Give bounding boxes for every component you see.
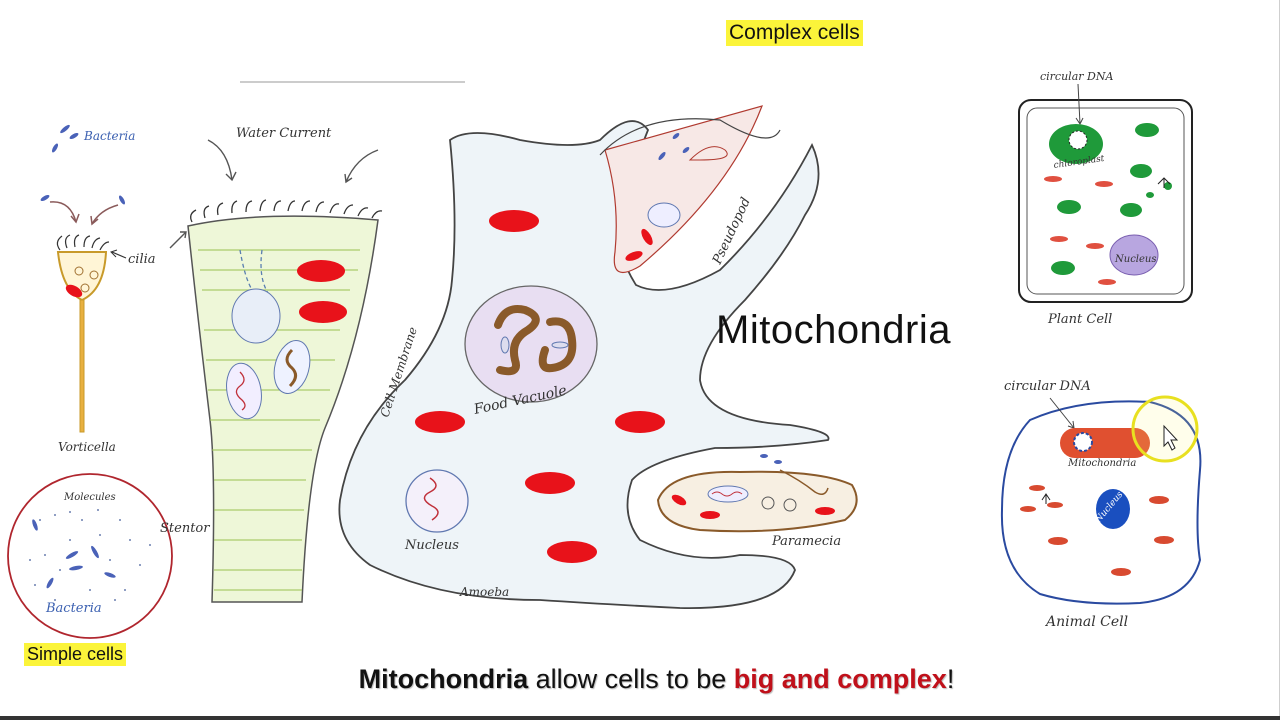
plant-cell: circular DNA chloroplast Nucleus Plant C… [1018, 70, 1193, 327]
vorticella-label: Vorticella [58, 440, 116, 454]
paramecia-label: Paramecia [771, 534, 841, 549]
nucleus-label: Nucleus [404, 538, 459, 553]
mitochondrion [625, 251, 643, 261]
bacteria-label-circle: Bacteria [45, 601, 102, 616]
mitochondrion [700, 511, 720, 519]
mitochondrion [547, 541, 597, 563]
mitochondrion [1020, 506, 1036, 512]
water-flow-arrows-small [49, 201, 119, 226]
mitochondrion [1048, 537, 1068, 545]
mitochondrion [1154, 536, 1174, 544]
molecules-label: Molecules [63, 492, 116, 503]
stentor-label: Stentor [160, 521, 210, 536]
mitochondrion [299, 301, 347, 323]
caption-end: ! [946, 664, 955, 694]
food-vacuole [464, 285, 598, 403]
stentor-cilia [190, 199, 383, 223]
mitochondrion [815, 507, 835, 515]
mitochondrion [1095, 181, 1113, 187]
circular-dna-animal-label: circular DNA [1004, 379, 1091, 394]
caption-middle: allow cells to be [528, 664, 734, 694]
mitochondrion [525, 472, 575, 494]
complex-cells-title: Complex cells [726, 20, 863, 46]
mouse-pointer-icon [1163, 424, 1179, 451]
mitochondrion [65, 284, 83, 298]
mitochondrion [489, 210, 539, 232]
amoeba: Pseudopod Food Vacuole Cell Membrane Nuc… [338, 105, 858, 609]
bottom-caption: Mitochondria allow cells to be big and c… [0, 664, 1280, 695]
simple-cells-title: Simple cells [24, 643, 127, 666]
caption-emphasis: big and complex [733, 664, 947, 694]
animal-cell: circular DNA Mitochondria Nucleus Animal… [1000, 379, 1202, 630]
mitochondria-small-label: Mitochondria [1067, 458, 1136, 469]
mitochondrion [671, 494, 687, 506]
water-current-label: Water Current [236, 126, 332, 141]
mitochondrion [1111, 568, 1131, 576]
mitochondrion [615, 411, 665, 433]
mitochondrion [297, 260, 345, 282]
amoeba-label: Amoeba [459, 585, 509, 599]
cilia-label: cilia [128, 252, 156, 267]
vorticella-cilia [56, 234, 110, 251]
amoeba-nucleus [405, 469, 469, 533]
stentor: Water Current Stentor [160, 126, 383, 603]
mitochondrion [1149, 496, 1169, 504]
mitochondrion [415, 411, 465, 433]
mitochondrion [1029, 485, 1045, 491]
plant-nucleus-label: Nucleus [1114, 254, 1156, 265]
mitochondrion [1098, 279, 1116, 285]
bottom-bar [0, 716, 1280, 720]
mitochondria-heading: Mitochondria [716, 308, 952, 352]
bacteria-group-top: Bacteria [40, 124, 135, 205]
plant-cell-label: Plant Cell [1047, 312, 1112, 327]
bacteria-label-top: Bacteria [83, 129, 135, 143]
mitochondrion [1047, 502, 1063, 508]
mitochondrion [1044, 176, 1062, 182]
cursor-highlight [1131, 395, 1199, 463]
animal-cell-label: Animal Cell [1044, 614, 1128, 630]
vorticella: cilia Vorticella [56, 234, 156, 454]
mitochondrion [641, 228, 653, 246]
caption-mitochondria: Mitochondria [358, 664, 529, 694]
mitochondrion [1086, 243, 1104, 249]
water-current-arrows [169, 139, 379, 249]
animal-nucleus [1096, 489, 1130, 529]
simple-cell-circle: Molecules Bacteria [7, 473, 173, 639]
mitochondrion [1050, 236, 1068, 242]
circular-dna-plant-label: circular DNA [1040, 70, 1113, 83]
paramecium [656, 454, 858, 533]
